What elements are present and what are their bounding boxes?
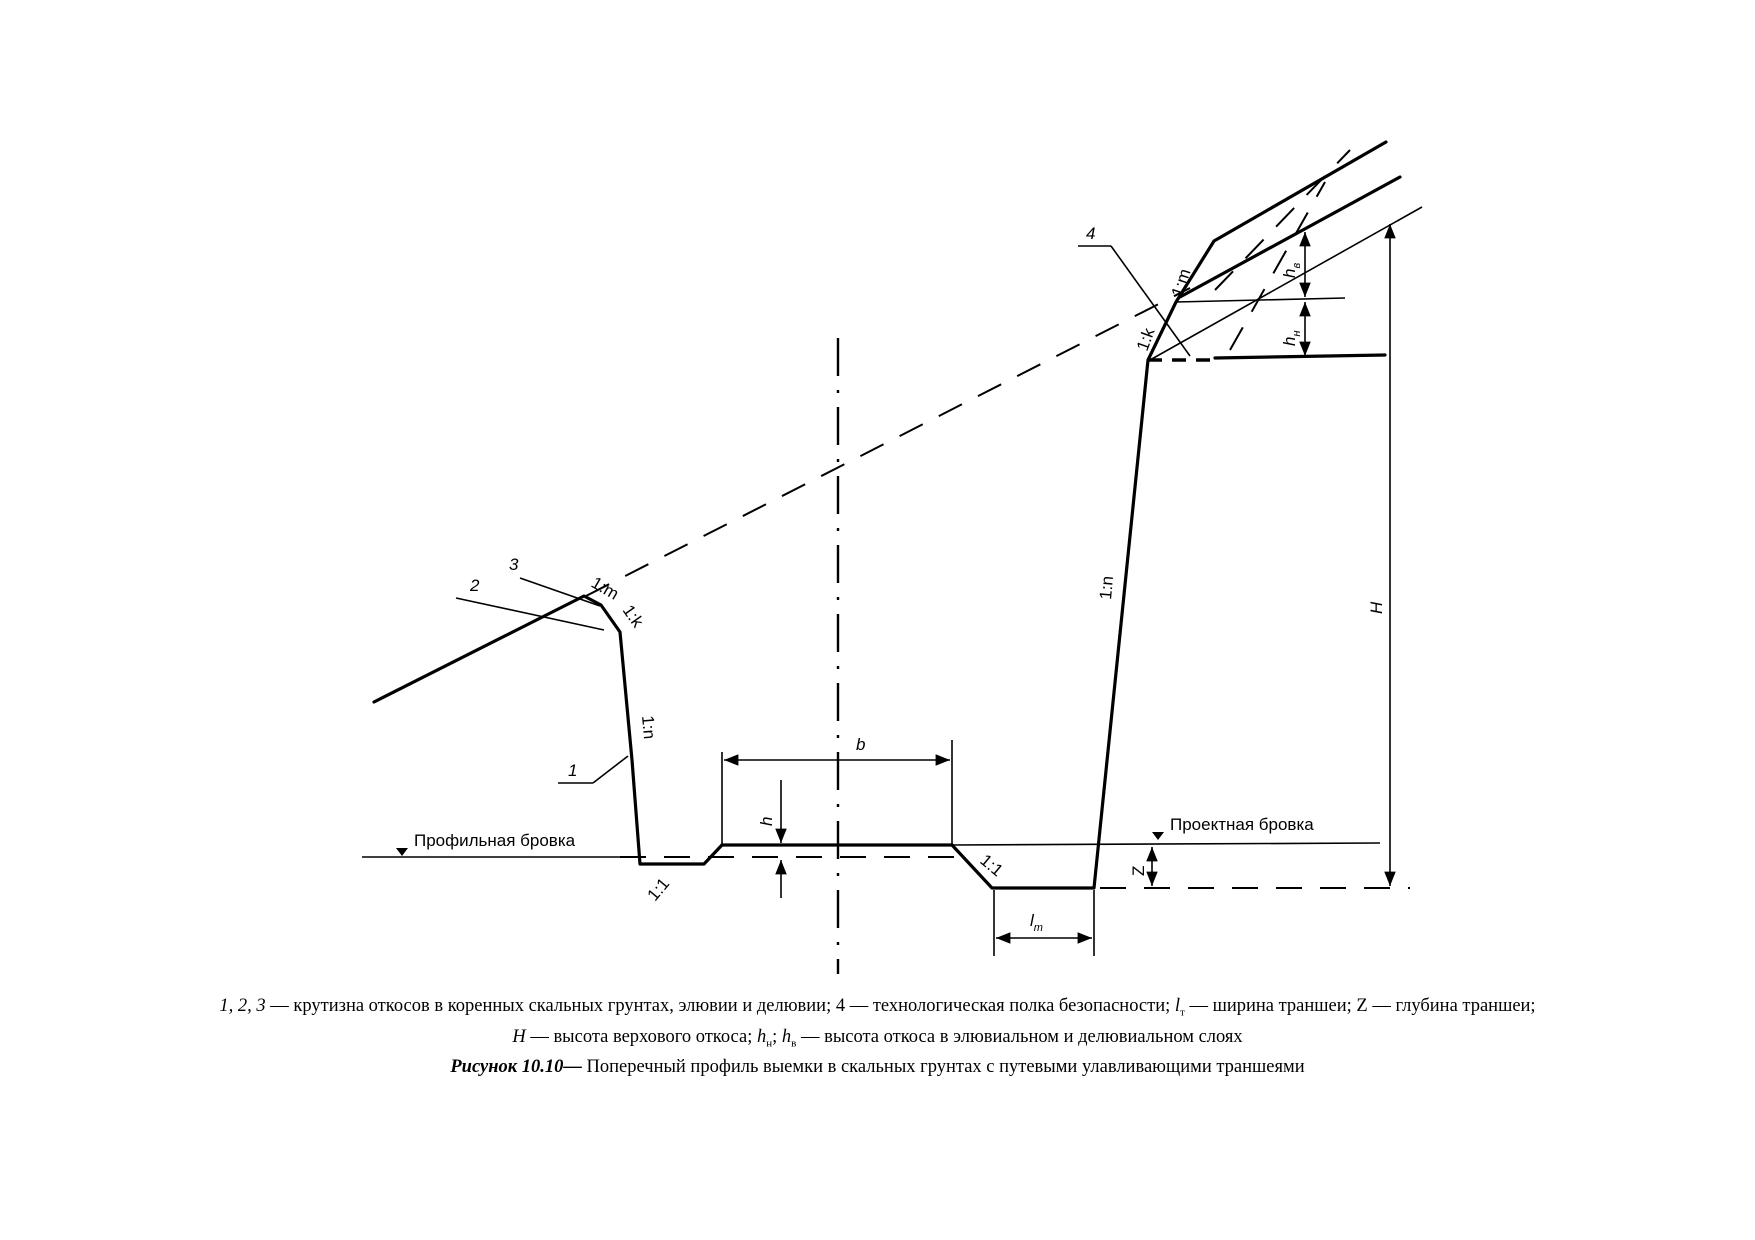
hv-label: hв [1280, 263, 1303, 278]
design-edge-label: Проектная бровка [1170, 815, 1314, 834]
figure-title: Рисунок 10.10— Поперечный профиль выемки… [450, 1057, 1305, 1078]
ground-line-upper [1214, 149, 1351, 291]
z-label: Z [1129, 866, 1148, 876]
right-ditch-profile [950, 140, 1388, 890]
callout-1-leader [592, 755, 629, 784]
natural-ground-line [585, 287, 1191, 597]
callout-4: 4 [1086, 224, 1095, 243]
callout-3: 3 [509, 555, 519, 574]
profile-edge-label: Профильная бровка [414, 831, 576, 850]
hv-diagonal-dashed [1229, 181, 1326, 351]
H-label: H [1367, 601, 1386, 614]
cross-section-diagram: b h Z lт H hв hн 1:m 1:k 1:n 1:1 1:1 1:n… [362, 140, 1423, 974]
slope-n-left: 1:n [638, 715, 659, 740]
lt-label: lт [1030, 911, 1043, 934]
design-edge-line [951, 842, 1381, 846]
safety-bench-line [1213, 353, 1387, 360]
b-label: b [856, 735, 865, 754]
callout-1: 1 [568, 761, 577, 780]
left-slope-profile [372, 594, 724, 866]
callout-4-leader [1110, 245, 1191, 357]
caption-line-1: 1, 2, 3 — крутизна откосов в коренных ск… [219, 996, 1536, 1019]
hn-label: hн [1280, 330, 1303, 346]
callout-3-leader [519, 577, 601, 607]
slope-n-right: 1:n [1096, 575, 1117, 600]
callout-2: 2 [469, 576, 480, 595]
h-label: h [757, 817, 776, 826]
slope-1-1-left: 1:1 [644, 874, 674, 904]
callout-2-leader [455, 597, 605, 631]
slope-m-right: 1:m [1168, 266, 1195, 299]
profile-edge-marker [396, 848, 408, 856]
right-ground-line [1149, 206, 1423, 361]
right-ground-upper [1178, 175, 1402, 299]
caption-line-2: H — высота верхового откоса; hн; hв — вы… [512, 1026, 1243, 1050]
slope-k-left: 1:k [619, 601, 648, 631]
hv-level-line [1175, 297, 1346, 303]
design-edge-marker [1152, 832, 1164, 840]
figure-caption: 1, 2, 3 — крутизна откосов в коренных ск… [120, 994, 1635, 1079]
